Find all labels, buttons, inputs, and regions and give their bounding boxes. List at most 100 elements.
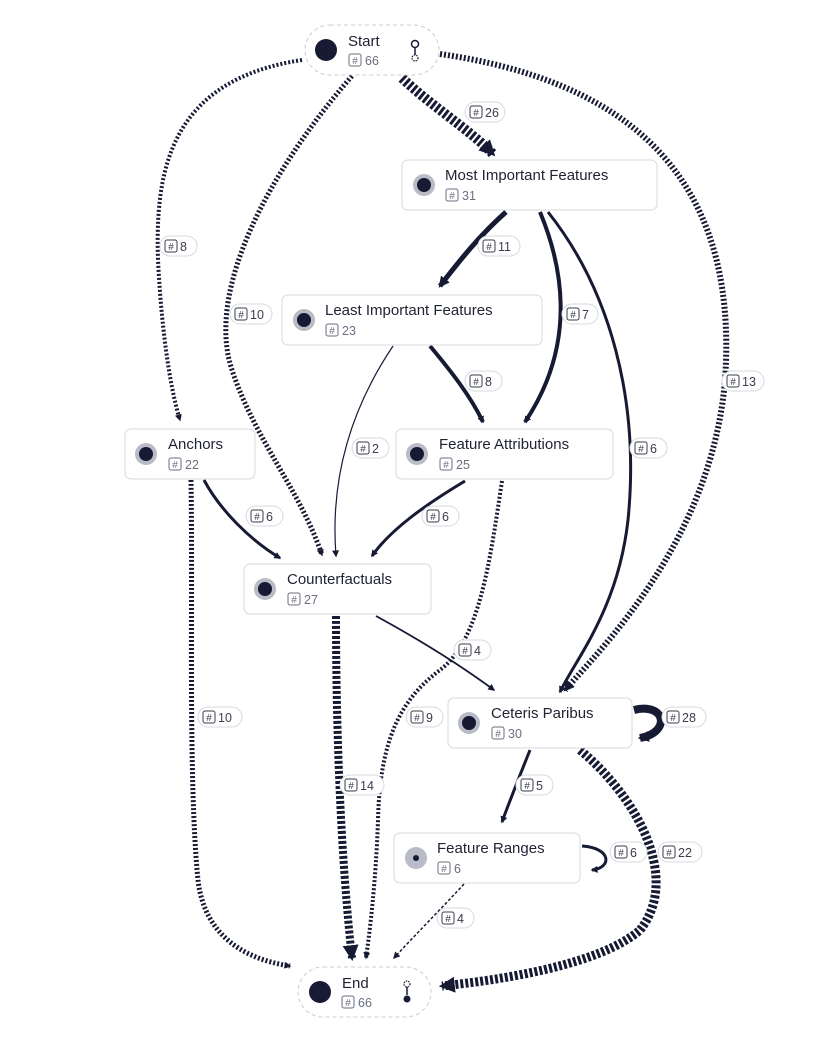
edge-mif-fa[interactable]: [523, 211, 563, 424]
hash-icon-glyph: #: [495, 729, 501, 740]
hash-icon: [234, 307, 248, 321]
edge-count: 22: [678, 846, 692, 860]
node-least-important-features[interactable]: Least Important Features # 23: [281, 294, 543, 346]
edge-mif-cp[interactable]: [546, 211, 633, 694]
edge-cf-end[interactable]: [332, 615, 359, 962]
node-counterfactuals[interactable]: Counterfactuals # 27: [243, 563, 432, 615]
edge-count: 13: [742, 375, 756, 389]
hash-icon-glyph: #: [449, 191, 455, 202]
hash-icon: [482, 239, 496, 253]
edge-label: # 14: [339, 774, 385, 796]
edge-count: 14: [360, 779, 374, 793]
edge-fr-end[interactable]: [393, 883, 465, 960]
hash-icon: [202, 710, 216, 724]
hash-icon: [250, 509, 264, 523]
edge-fa-cf[interactable]: [370, 479, 466, 558]
edge-start-mif[interactable]: [398, 74, 497, 158]
start-dot-icon: [315, 39, 337, 61]
edge-label: # 10: [229, 303, 273, 325]
hash-icon: [726, 374, 740, 388]
node-layer: Start # 66 Most Important Features # 31: [124, 24, 658, 1018]
edge-label: # 8: [464, 370, 503, 392]
hash-icon: [348, 53, 362, 67]
hash-icon: [341, 995, 355, 1009]
hash-icon: [662, 845, 676, 859]
hash-icon-glyph: #: [430, 512, 436, 523]
hash-icon-glyph: #: [462, 646, 468, 657]
edge-layer: [155, 51, 730, 993]
edge-count: 5: [536, 779, 543, 793]
edge-count: 8: [180, 240, 187, 254]
node-feature-attributions[interactable]: Feature Attributions # 25: [395, 428, 614, 480]
hash-icon-glyph: #: [345, 998, 351, 1009]
hash-icon: [426, 509, 440, 523]
edge-label: # 6: [421, 505, 460, 527]
node-title: Start: [348, 33, 381, 50]
edge-count: 4: [474, 644, 481, 658]
hash-icon-glyph: #: [473, 377, 479, 388]
node-count: 66: [365, 54, 379, 68]
hash-icon-glyph: #: [206, 713, 212, 724]
edge-count: 9: [426, 711, 433, 725]
edge-label: # 6: [245, 505, 284, 527]
edge-label: # 13: [721, 370, 765, 392]
hash-icon-glyph: #: [238, 310, 244, 321]
edge-label: # 7: [561, 303, 599, 325]
hash-icon-glyph: #: [360, 444, 366, 455]
hash-icon: [287, 592, 301, 606]
activity-dot-icon: [462, 716, 476, 730]
edge-label: # 4: [436, 907, 475, 929]
edge-label: # 28: [661, 706, 707, 728]
edge-count: 2: [372, 442, 379, 456]
node-most-important-features[interactable]: Most Important Features # 31: [401, 159, 658, 211]
edge-count: 8: [485, 375, 492, 389]
node-count: 25: [456, 458, 470, 472]
edge-label: # 26: [464, 101, 506, 123]
node-start[interactable]: Start # 66: [304, 24, 440, 76]
edge-cp-end[interactable]: [438, 746, 661, 993]
activity-dot-icon: [417, 178, 431, 192]
node-title: Feature Attributions: [439, 436, 569, 453]
hash-icon-glyph: #: [486, 242, 492, 253]
hash-icon-glyph: #: [329, 326, 335, 337]
edge-label: # 6: [609, 841, 648, 863]
edge-count: 4: [457, 912, 464, 926]
hash-icon: [614, 845, 628, 859]
edge-fr-self[interactable]: [581, 844, 608, 873]
node-feature-ranges[interactable]: Feature Ranges # 6: [393, 832, 581, 884]
edge-count: 6: [650, 442, 657, 456]
hash-icon: [164, 239, 178, 253]
edge-lif-fa[interactable]: [428, 344, 485, 424]
hash-icon-glyph: #: [570, 310, 576, 321]
edge-cf-cp[interactable]: [375, 615, 496, 691]
hash-icon-glyph: #: [254, 512, 260, 523]
edge-start-anchors[interactable]: [155, 58, 303, 422]
edge-fa-end[interactable]: [363, 480, 504, 960]
activity-dot-icon: [410, 447, 424, 461]
edge-count: 6: [442, 510, 449, 524]
hash-icon-glyph: #: [730, 377, 736, 388]
edge-start-cp[interactable]: [439, 51, 730, 692]
hash-icon: [469, 374, 483, 388]
edge-mif-lif[interactable]: [438, 210, 508, 288]
edge-anchors-cf[interactable]: [202, 479, 282, 560]
node-count: 30: [508, 727, 522, 741]
edge-count: 10: [218, 711, 232, 725]
edge-anchors-end[interactable]: [188, 479, 292, 969]
edge-label: # 10: [197, 706, 243, 728]
edge-count: 28: [682, 711, 696, 725]
hash-icon-glyph: #: [291, 595, 297, 606]
end-dot-icon: [309, 981, 331, 1003]
edge-cp-self[interactable]: [633, 704, 665, 742]
node-count: 66: [358, 996, 372, 1010]
hash-icon: [445, 188, 459, 202]
node-ceteris-paribus[interactable]: Ceteris Paribus # 30: [447, 697, 633, 749]
edge-label: # 4: [453, 639, 492, 661]
edge-start-cf[interactable]: [223, 74, 354, 557]
node-end[interactable]: End # 66: [297, 966, 432, 1018]
edge-lif-cf[interactable]: [332, 345, 394, 558]
node-title: Least Important Features: [325, 302, 493, 319]
edge-cp-fr[interactable]: [500, 749, 532, 824]
hash-icon-glyph: #: [168, 242, 174, 253]
node-anchors[interactable]: Anchors # 22: [124, 428, 256, 480]
